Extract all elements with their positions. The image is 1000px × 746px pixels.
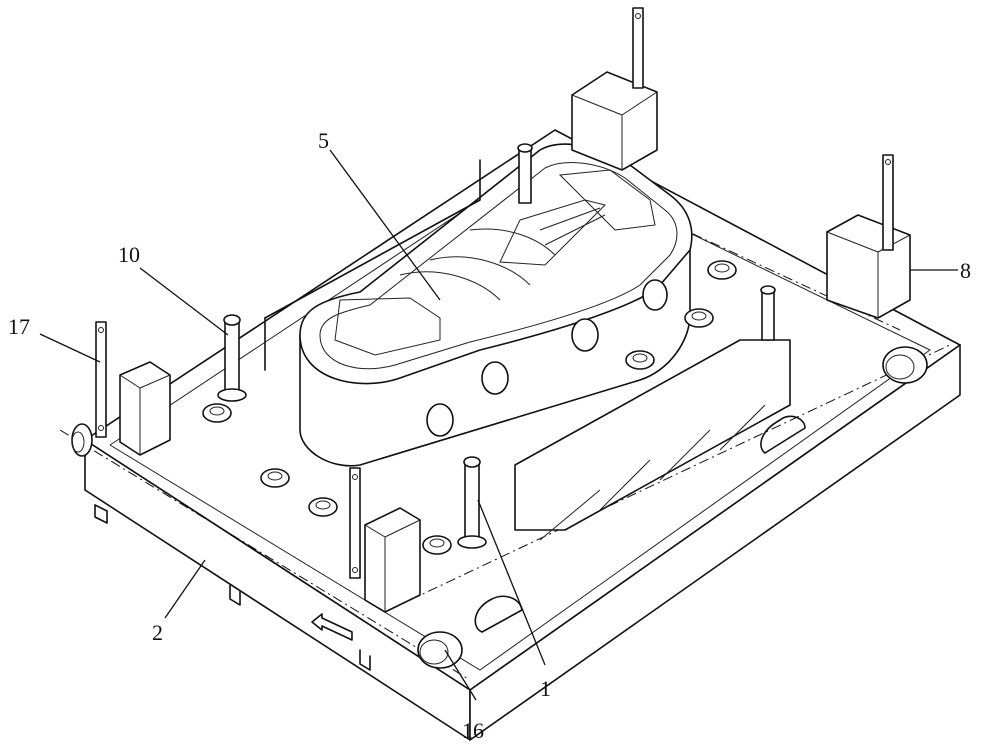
lifting-block-rear <box>572 8 657 170</box>
bushing <box>203 404 231 422</box>
guide-pin-rear <box>518 144 532 203</box>
callout-5: 5 <box>318 128 329 153</box>
callout-2: 2 <box>152 620 163 645</box>
bushing <box>685 309 713 327</box>
roller-right <box>883 347 927 383</box>
bushing <box>708 261 736 279</box>
guide-pin-right <box>761 286 775 340</box>
callout-17: 17 <box>8 314 30 339</box>
roller-16 <box>418 632 462 668</box>
bushing <box>309 498 337 516</box>
callout-10: 10 <box>118 242 140 267</box>
callout-16: 16 <box>462 718 484 743</box>
callout-1: 1 <box>540 676 551 701</box>
lifting-block-8 <box>827 155 910 318</box>
bushing <box>626 351 654 369</box>
callout-8: 8 <box>960 258 971 283</box>
bushing <box>261 469 289 487</box>
roller-left <box>72 424 92 456</box>
bushing <box>423 536 451 554</box>
